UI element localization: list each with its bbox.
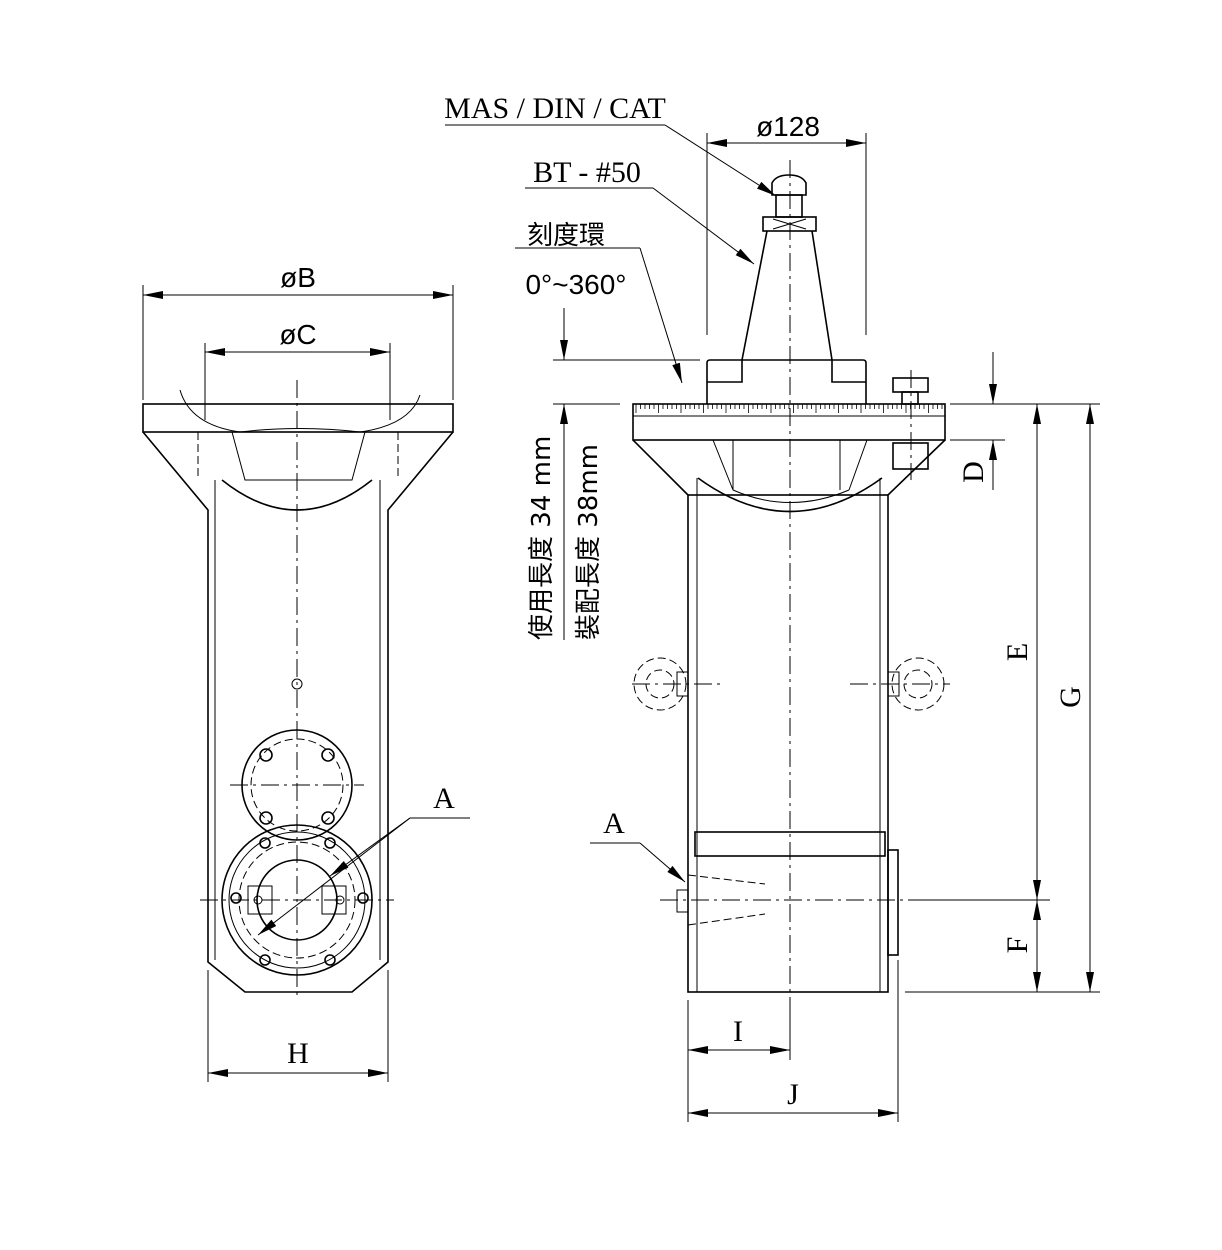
dimension-label-h: H [287, 1037, 309, 1070]
label-assembly-length: 裝配長度 38mm [574, 444, 604, 640]
label-mas-din-cat: MAS / DIN / CAT [444, 92, 666, 125]
dimension-label-dia-c: øC [279, 319, 316, 350]
dimension-label-d: D [957, 461, 990, 483]
label-usable-length: 使用長度 34 mm [527, 436, 557, 640]
callout-a-left: A [433, 782, 455, 815]
label-dial-ring: 刻度環 [527, 221, 605, 251]
right-view [590, 160, 950, 1000]
dimension-label-e: E [1001, 643, 1034, 661]
dimension-label-dia128: ø128 [756, 111, 820, 142]
dimension-label-dia-b: øB [280, 262, 316, 293]
dimension-label-j: J [787, 1078, 799, 1111]
dial-scale-ticks [635, 404, 943, 413]
length-dimensions [553, 308, 700, 640]
dimension-label-f: F [1001, 937, 1034, 954]
dimension-label-i: I [733, 1015, 743, 1048]
left-view [142, 380, 470, 1000]
label-bt50: BT - #50 [533, 156, 641, 189]
dimension-label-g: G [1054, 686, 1087, 708]
callout-a-right: A [603, 807, 625, 840]
top-callouts [445, 124, 867, 384]
right-dimensions [687, 352, 1100, 1122]
label-dial-range: 0°~360° [525, 269, 626, 300]
left-dimensions [142, 285, 454, 1082]
